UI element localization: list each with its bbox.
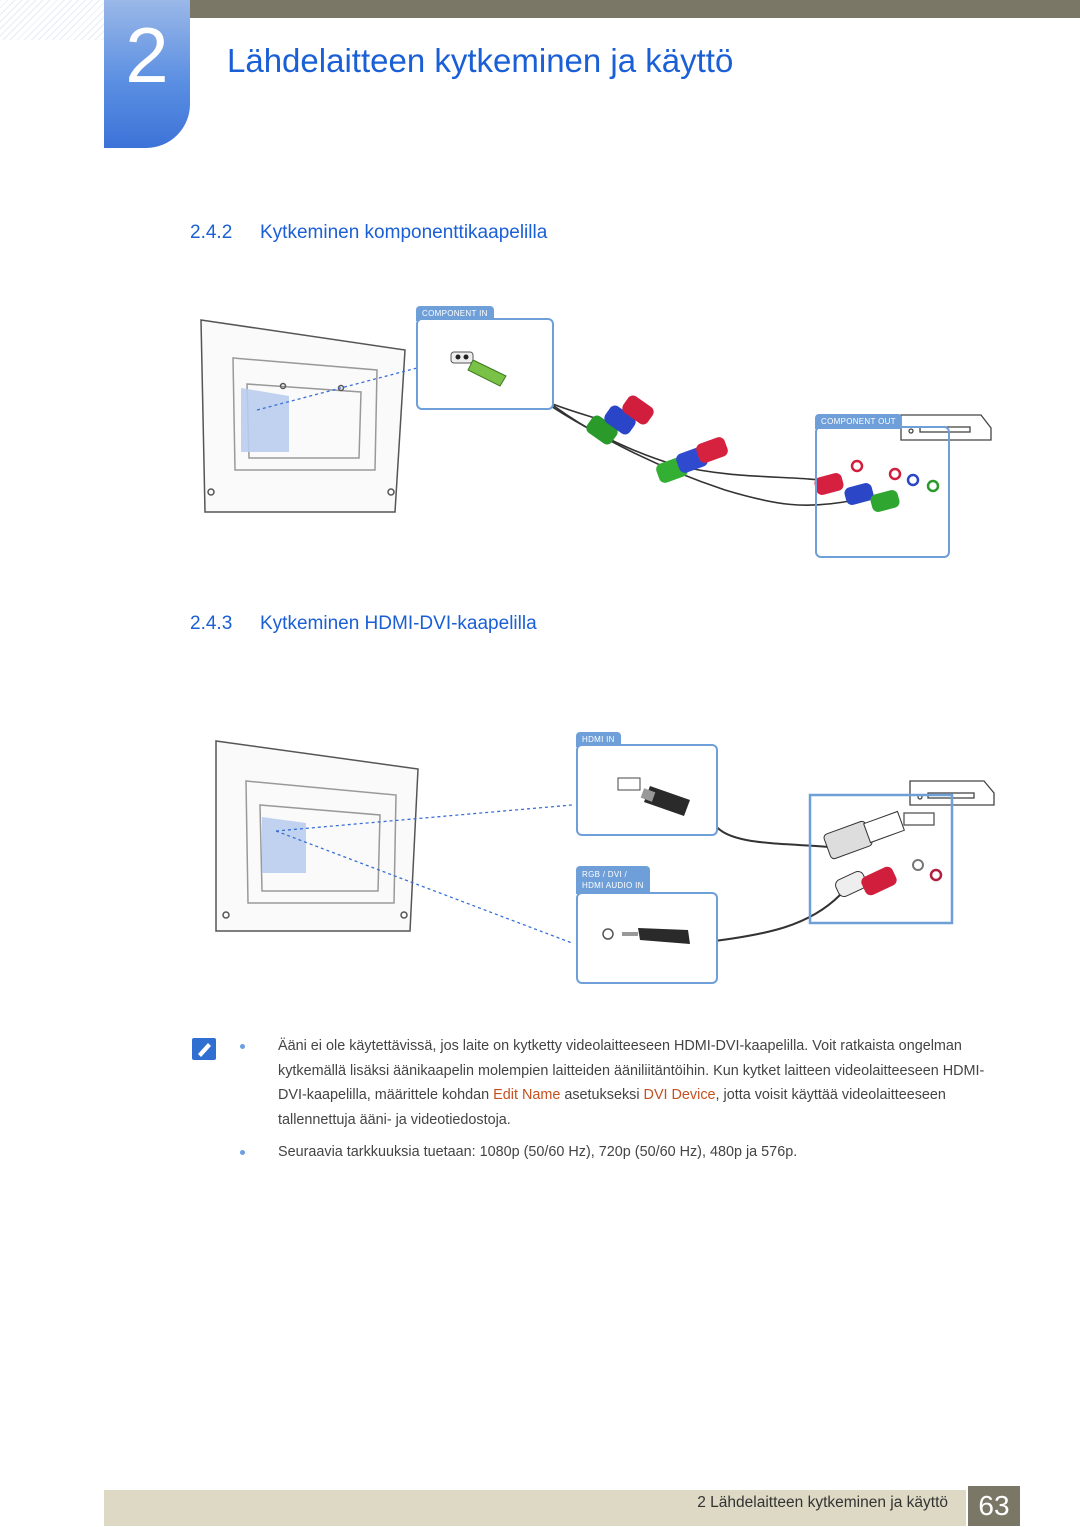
section-number: 2.4.3	[190, 613, 233, 634]
footer-band	[104, 1490, 966, 1526]
note-text: asetukseksi	[560, 1087, 644, 1103]
hdmi-dvi-connection-illustration	[215, 740, 995, 944]
corner-hatch-pattern	[0, 0, 110, 40]
page-number: 63	[968, 1486, 1020, 1526]
callout-line-audio	[275, 830, 573, 944]
section-title: Kytkeminen HDMI-DVI-kaapelilla	[260, 613, 537, 634]
component-connection-illustration	[200, 319, 992, 513]
component-cables	[504, 379, 856, 506]
footer-chapter-text: 2 Lähdelaitteen kytkeminen ja käyttö	[697, 1494, 948, 1511]
rca-jacks	[850, 459, 940, 493]
media-player-device	[903, 780, 995, 826]
section-heading-hdmi-dvi: 2.4.3 Kytkeminen HDMI-DVI-kaapelilla	[190, 613, 537, 635]
note-text: Seuraavia tarkkuuksia tuetaan: 1080p (50…	[278, 1144, 798, 1160]
dvi-plug	[823, 810, 905, 860]
header-band	[190, 0, 1080, 18]
audio-in-label-line2: HDMI AUDIO IN	[582, 881, 644, 890]
menu-term-edit-name: Edit Name	[493, 1087, 561, 1103]
note-icon	[192, 1038, 216, 1060]
rca-plug-group-1	[586, 395, 654, 445]
audio-rca-plugs	[835, 859, 943, 898]
hdmi-in-label: HDMI IN	[576, 732, 621, 747]
component-out-port-box	[815, 426, 950, 558]
audio-in-port-box	[576, 892, 718, 984]
connection-area-highlight	[241, 388, 289, 452]
audio-jack-icon	[602, 928, 690, 944]
component-connector-icon	[450, 351, 507, 387]
component-out-label: COMPONENT OUT	[815, 414, 902, 429]
audio-in-label: RGB / DVI / HDMI AUDIO IN	[576, 866, 650, 894]
rca-plug-group-2	[656, 437, 728, 483]
section-title: Kytkeminen komponenttikaapelilla	[260, 222, 548, 243]
bullet	[240, 1150, 245, 1155]
audio-in-label-line1: RGB / DVI /	[582, 870, 628, 879]
source-port-box	[808, 793, 954, 925]
connection-area-highlight	[262, 817, 306, 873]
note-item: Seuraavia tarkkuuksia tuetaan: 1080p (50…	[240, 1140, 1005, 1165]
bullet	[240, 1044, 245, 1049]
callout-line-hdmi	[275, 804, 573, 832]
rca-plug-group-3	[814, 473, 900, 512]
component-in-label: COMPONENT IN	[416, 306, 494, 321]
pencil-icon	[198, 1043, 211, 1057]
note-text: , jotta voisit käyttää videolaitteeseen …	[278, 1087, 946, 1128]
cables	[697, 824, 841, 944]
note-item: Ääni ei ole käytettävissä, jos laite on …	[240, 1034, 1005, 1132]
chapter-number-tab: 2	[104, 0, 190, 148]
hdmi-connector-icon	[617, 777, 690, 816]
note-text: Ääni ei ole käytettävissä, jos laite on …	[278, 1038, 985, 1103]
component-in-port-box	[416, 318, 554, 410]
notes-list: Ääni ei ole käytettävissä, jos laite on …	[240, 1034, 1005, 1173]
display-back-panel	[215, 740, 419, 932]
chapter-title: Lähdelaitteen kytkeminen ja käyttö	[227, 42, 734, 79]
section-number: 2.4.2	[190, 222, 233, 243]
display-back-panel	[200, 319, 406, 513]
section-heading-component: 2.4.2 Kytkeminen komponenttikaapelilla	[190, 222, 547, 244]
menu-term-dvi-device: DVI Device	[643, 1087, 716, 1103]
hdmi-in-port-box	[576, 744, 718, 836]
